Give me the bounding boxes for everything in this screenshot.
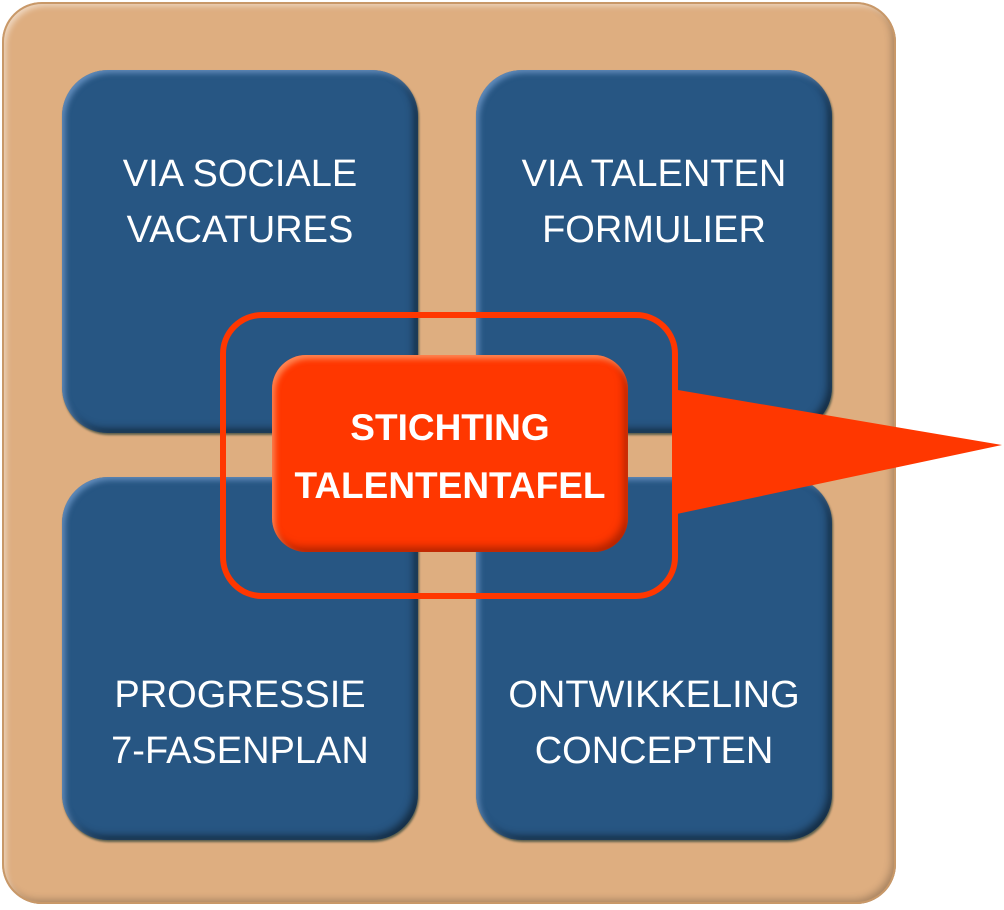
tile-label-line1: VIA SOCIALE xyxy=(122,153,358,195)
tile-label-line1: PROGRESSIE xyxy=(114,674,366,716)
arrow-shape xyxy=(672,389,1002,515)
tile-label-line2: 7-FASENPLAN xyxy=(111,730,369,772)
tile-label-line1: VIA TALENTEN xyxy=(521,153,787,195)
tile-label-line2: VACATURES xyxy=(126,209,354,251)
center-label-line2: TALENTENTAFEL xyxy=(294,465,606,506)
tile-label-line2: FORMULIER xyxy=(542,209,766,251)
highlight-ring xyxy=(220,312,678,599)
tile-label-line1: ONTWIKKELING xyxy=(508,674,800,716)
center-label-line1: STICHTING xyxy=(350,407,550,448)
tile-label-line2: CONCEPTEN xyxy=(534,730,774,772)
center-box-stichting-talententafel: STICHTING TALENTENTAFEL xyxy=(272,355,628,552)
